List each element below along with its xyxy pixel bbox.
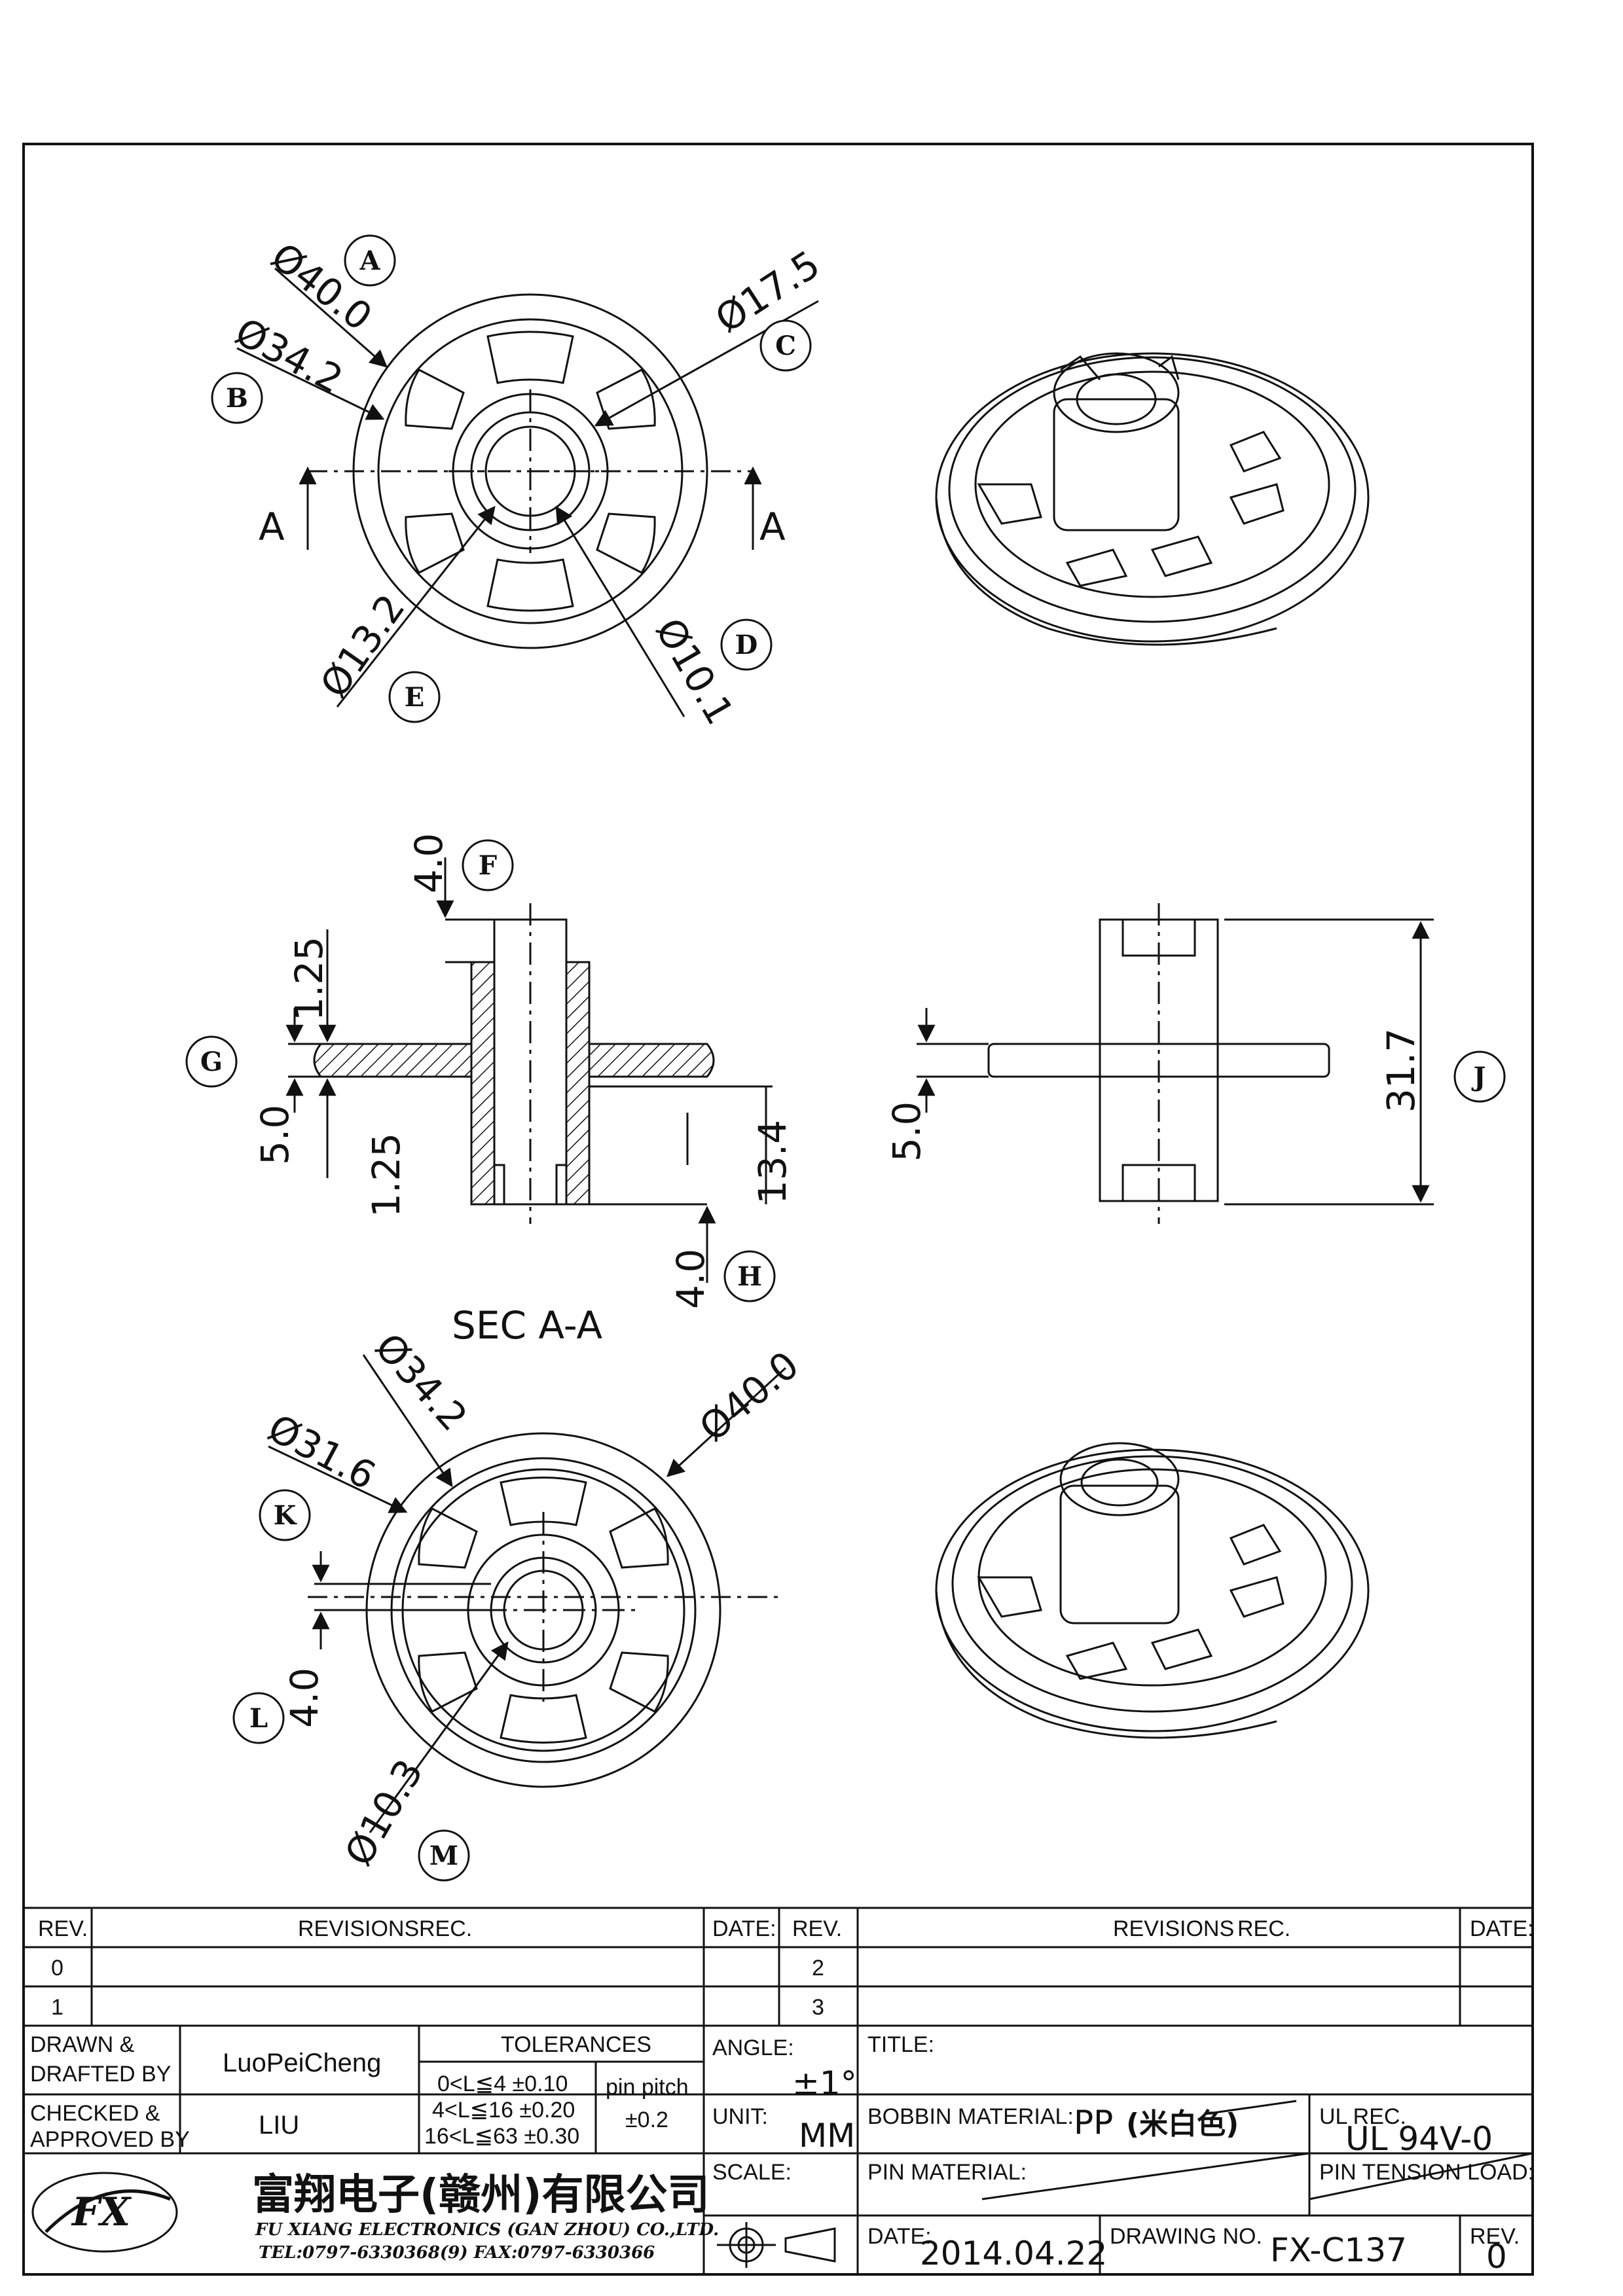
callout-e-label: E xyxy=(405,682,425,713)
rev-row-1: 1 xyxy=(51,1995,64,2020)
isometric-view-bottom xyxy=(935,1442,1370,1739)
tolerances-header: TOLERANCES xyxy=(501,2032,651,2057)
dim-h: 4.0 xyxy=(668,1249,713,1309)
rec-header-left: REC. xyxy=(419,1916,472,1941)
dim-f: 4.0 xyxy=(407,833,451,893)
rev-header-right: REV. xyxy=(792,1916,842,1941)
unit-label: UNIT: xyxy=(712,2104,768,2129)
third-angle-projection-icon xyxy=(717,2222,836,2268)
tolerance-2: 4<L≦16 ±0.20 xyxy=(432,2098,575,2123)
callout-h-label: H xyxy=(737,1261,762,1292)
section-view xyxy=(285,857,773,1283)
bobbin-value: PP xyxy=(1074,2104,1113,2142)
callout-j xyxy=(1453,1050,1506,1103)
rev-row-3: 3 xyxy=(812,1995,824,2020)
isometric-view-top xyxy=(935,352,1370,646)
bobbin-label: BOBBIN MATERIAL: xyxy=(867,2104,1074,2129)
fx-logo-icon xyxy=(31,2172,178,2253)
date-value: 2014.04.22 xyxy=(920,2234,1107,2272)
dim-j: 31.7 xyxy=(1379,1028,1423,1113)
date-label: DATE: xyxy=(867,2224,932,2249)
callout-h xyxy=(723,1250,776,1302)
dim-g: 5.0 xyxy=(253,1105,297,1165)
company-name-cn: 富翔电子(赣州)有限公司 xyxy=(252,2171,710,2219)
callout-f xyxy=(462,839,514,891)
callout-g-label: G xyxy=(200,1047,223,1077)
callout-l xyxy=(232,1692,285,1744)
drawn-label-1: DRAWN & xyxy=(30,2032,135,2057)
drawing-no-label: DRAWING NO. xyxy=(1110,2224,1262,2249)
pin-pitch-value: ±0.2 xyxy=(625,2108,668,2132)
drawn-label-2: DRAFTED BY xyxy=(30,2062,171,2087)
dim-c: Ø17.5 xyxy=(708,242,828,342)
dim-side-flange: 5.0 xyxy=(884,1102,929,1162)
tolerance-3: 16<L≦63 ±0.30 xyxy=(424,2124,579,2149)
rev-label: REV. xyxy=(1470,2224,1520,2249)
sheet-border xyxy=(22,143,1534,2276)
dim-g-top: 1.25 xyxy=(287,937,331,1021)
bobbin-value-cn: (米白色) xyxy=(1126,2108,1239,2141)
rec-header-right: REC. xyxy=(1237,1916,1290,1941)
callout-d-label: D xyxy=(735,630,758,660)
callout-c xyxy=(759,319,812,372)
callout-d xyxy=(720,619,773,671)
checked-label-2: APPROVED BY xyxy=(30,2127,190,2152)
ul-value: UL 94V-0 xyxy=(1345,2120,1493,2158)
date-header-right: DATE: xyxy=(1470,1916,1534,1941)
callout-k-label: K xyxy=(274,1500,297,1531)
side-view xyxy=(917,903,1434,1224)
logo-text: FX xyxy=(71,2189,132,2235)
spoke-windows xyxy=(405,331,656,612)
callout-g xyxy=(185,1035,238,1088)
section-mark-left: A xyxy=(259,505,285,549)
callout-b-label: B xyxy=(226,383,248,414)
unit-value: MM xyxy=(799,2117,855,2155)
rev-row-2: 2 xyxy=(812,1956,824,1981)
callout-a xyxy=(344,234,396,287)
dim-l: 4.0 xyxy=(282,1668,327,1728)
tolerance-1: 0<L≦4 ±0.10 xyxy=(437,2072,568,2096)
callout-m xyxy=(418,1829,470,1882)
dim-g-bottom: 1.25 xyxy=(364,1133,409,1217)
dim-m: Ø10.3 xyxy=(336,1752,431,1873)
drawing-no-value: FX-C137 xyxy=(1270,2231,1407,2269)
callout-j-label: J xyxy=(1472,1062,1486,1092)
callout-k xyxy=(259,1489,311,1541)
revisions-header-left: REVISIONS xyxy=(298,1916,419,1941)
pin-pitch-label: pin pitch xyxy=(606,2075,689,2100)
angle-label: ANGLE: xyxy=(712,2036,794,2060)
company-contact: TEL:0797-6330368(9) FAX:0797-6330366 xyxy=(259,2243,655,2263)
title-label: TITLE: xyxy=(867,2032,934,2057)
date-header-left: DATE: xyxy=(712,1916,776,1941)
pin-material-label: PIN MATERIAL: xyxy=(867,2160,1027,2185)
angle-value: ±1° xyxy=(792,2064,857,2102)
section-mark-right: A xyxy=(759,505,786,549)
callout-a-label: A xyxy=(359,245,380,276)
company-name-en: FU XIANG ELECTRONICS (GAN ZHOU) CO.,LTD. xyxy=(255,2220,719,2240)
rev-header-left: REV. xyxy=(38,1916,88,1941)
checked-value: LIU xyxy=(259,2111,299,2140)
callout-b xyxy=(211,372,263,424)
dim-bottom-40: Ø40.0 xyxy=(691,1342,807,1450)
rev-value: 0 xyxy=(1486,2238,1507,2276)
rev-row-0: 0 xyxy=(51,1956,64,1981)
ul-label: UL REC. xyxy=(1319,2104,1406,2129)
dim-k: Ø31.6 xyxy=(261,1405,382,1498)
callout-c-label: C xyxy=(775,331,796,361)
checked-label-1: CHECKED & xyxy=(30,2101,160,2126)
drawn-value: LuoPeiCheng xyxy=(223,2049,381,2077)
pin-tension-label: PIN TENSION LOAD: xyxy=(1319,2160,1534,2185)
bottom-view xyxy=(268,1354,787,1833)
section-title: SEC A-A xyxy=(452,1303,602,1348)
scale-label: SCALE: xyxy=(712,2160,792,2185)
callout-e xyxy=(388,671,441,723)
callout-m-label: M xyxy=(429,1840,458,1871)
revisions-header-right: REVISIONS xyxy=(1113,1916,1234,1941)
callout-l-label: L xyxy=(249,1703,268,1734)
dim-13-4: 13.4 xyxy=(750,1120,795,1204)
callout-f-label: F xyxy=(479,850,497,881)
title-block-grid xyxy=(24,1907,1533,2274)
